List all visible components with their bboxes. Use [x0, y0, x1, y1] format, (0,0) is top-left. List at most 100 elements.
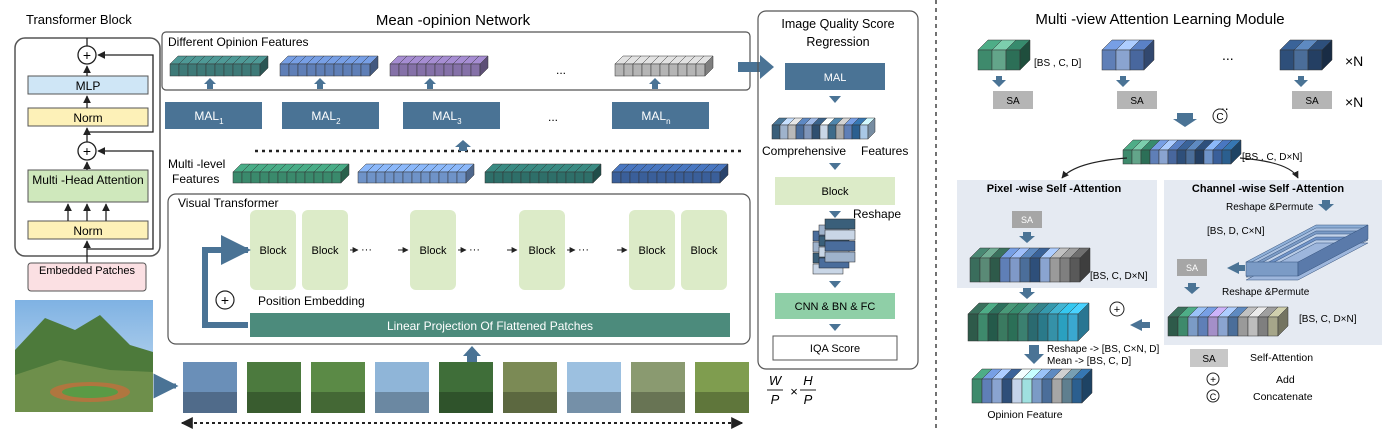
formula-p1: P [771, 392, 780, 407]
mval-ellipsis: ... [1222, 47, 1234, 63]
mal-box [403, 102, 500, 129]
opinion-feature-output-bar [971, 368, 1093, 404]
multilevel-bar-cell [438, 171, 449, 184]
pixel-cell-bar-cell [999, 257, 1011, 283]
opinion-output-bar-cell [1071, 378, 1083, 404]
opinion-bar-arrow [314, 78, 326, 89]
multilevel-bar-cell [393, 171, 404, 184]
channel-cell-bar-cell [1267, 316, 1279, 337]
position-embedding-label: Position Embedding [258, 294, 365, 308]
mal-subscript: n [666, 117, 670, 126]
merge-add-circle [1109, 301, 1125, 317]
mal-subscript: 1 [219, 117, 224, 126]
mval-bar-c-cell [1279, 49, 1295, 71]
vt-block [681, 210, 727, 290]
opinion-bar-cell [677, 63, 688, 77]
embedded-patches-label: Embedded Patches [39, 265, 136, 277]
opinion-bar-cell [470, 63, 481, 77]
mval-bar-b [1101, 39, 1155, 71]
multilevel-bar-cell [304, 171, 315, 184]
legend-add-symbol: + [1210, 375, 1216, 386]
multilevel-bar-cell [547, 171, 558, 184]
opinion-bar-cell [324, 63, 335, 77]
comprehensive-label: Comprehensive [762, 144, 846, 158]
comprehensive-bar-cell [771, 124, 781, 140]
opinion-bar-cell [315, 63, 326, 77]
mval-bar-b-cell [1101, 49, 1117, 71]
comprehensive-bar-cell [819, 124, 829, 140]
multilevel-bar-cell [574, 171, 585, 184]
channel-cell-bar-cell [1237, 316, 1249, 337]
channel-cell-bar-cell [1207, 316, 1219, 337]
multilevel-bar [357, 163, 475, 184]
mal-label: MAL2 [311, 109, 341, 126]
channel-cell-bar-cell [1247, 316, 1259, 337]
attention-label: Multi -Head Attention [32, 173, 143, 187]
mal-ellipsis: ... [548, 110, 558, 124]
cube-cell [824, 240, 856, 252]
multilevel-bar-cell [447, 171, 458, 184]
multilevel-bar-cell [502, 171, 513, 184]
opinion-bar-cell [650, 63, 661, 77]
cube-cell [824, 229, 856, 241]
opinion-bar-arrow [204, 78, 216, 89]
visual-transformer-label: Visual Transformer [178, 196, 278, 210]
features-label: Features [861, 144, 908, 158]
vt-block-label: Block [529, 245, 556, 257]
mval-bar-b-cell [1129, 49, 1145, 71]
diff-opinion-label: Different Opinion Features [168, 35, 309, 49]
multilevel-bar-cell [701, 171, 712, 184]
position-add-symbol: + [221, 292, 229, 308]
pixel-cell-bar-cell [989, 257, 1001, 283]
opinion-bar-side [259, 55, 269, 77]
concat-cell-bar-cell [1212, 149, 1223, 165]
linear-projection-label: Linear Projection Of Flattened Patches [387, 319, 593, 333]
concat-cell-bar-cell [1140, 149, 1151, 165]
opinion-bar-cell [232, 63, 243, 77]
multilevel-bar-cell [366, 171, 377, 184]
multilevel-bar-cell [250, 171, 261, 184]
up-arrow [314, 78, 326, 89]
cube-cell [824, 251, 856, 263]
multilevel-bar-cell [647, 171, 658, 184]
multilevel-bar-cell [286, 171, 297, 184]
transformer-block: Transformer Block + MLP Norm + Multi -He… [14, 12, 161, 292]
concat-cell-bar-cell [1131, 149, 1142, 165]
multilevel-bar-side [465, 163, 475, 184]
comprehensive-bar-cell [835, 124, 845, 140]
multilevel-bar-cell [683, 171, 694, 184]
legend-add-label: Add [1276, 374, 1295, 386]
vt-dots: ··· [361, 244, 372, 256]
mval-ellipsis-2: ... [1217, 97, 1229, 113]
comprehensive-bar-cell [827, 124, 837, 140]
pixel-cell-bar [969, 247, 1091, 283]
mval-module: Multi -view Attention Learning Module [B… [957, 11, 1382, 421]
opinion-bar-cell [407, 63, 418, 77]
multilevel-bar-cell [402, 171, 413, 184]
opinion-bar-cell [461, 63, 472, 77]
merged-cell-bar-cell [1057, 313, 1069, 342]
multilevel-bar-cell [232, 171, 243, 184]
multilevel-bar-cell [313, 171, 324, 184]
image-patches [183, 362, 749, 413]
comprehensive-bar [771, 117, 876, 140]
opinion-output-bar-cell [981, 378, 993, 404]
iqa-mal-box [785, 63, 885, 90]
multilevel-bar-cell [295, 171, 306, 184]
legend-concat-label: Concatenate [1253, 391, 1313, 403]
channel-wise-bar [1167, 306, 1289, 337]
mean-opinion-title: Mean -opinion Network [376, 12, 531, 29]
opinion-output-bar-cell [1021, 378, 1033, 404]
concat-cell-bar-cell [1221, 149, 1232, 165]
pixel-cell-bar-cell [1039, 257, 1051, 283]
multilevel-bar-side [719, 163, 729, 184]
opinion-bar [614, 55, 714, 77]
concat-circle [1212, 108, 1228, 124]
concat-cell-bar-cell [1185, 149, 1196, 165]
pixel-wise-bar [969, 247, 1091, 283]
formula-w: W [769, 373, 783, 388]
multilevel-label-1: Multi -level [168, 157, 225, 171]
vt-block [250, 210, 296, 290]
